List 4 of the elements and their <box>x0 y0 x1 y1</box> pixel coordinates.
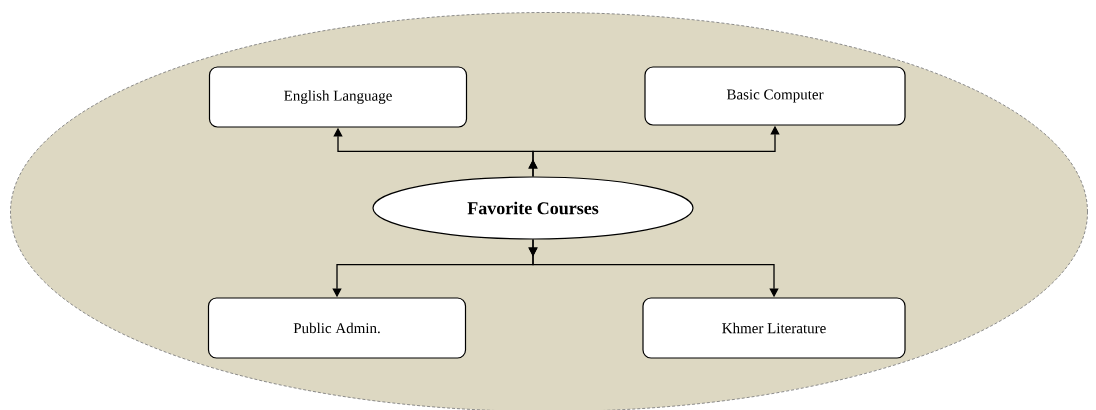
course-box: Public Admin. <box>207 297 467 359</box>
course-box: Khmer Literature <box>642 297 906 359</box>
course-box: English Language <box>208 66 468 128</box>
course-box: Basic Computer <box>644 66 906 126</box>
